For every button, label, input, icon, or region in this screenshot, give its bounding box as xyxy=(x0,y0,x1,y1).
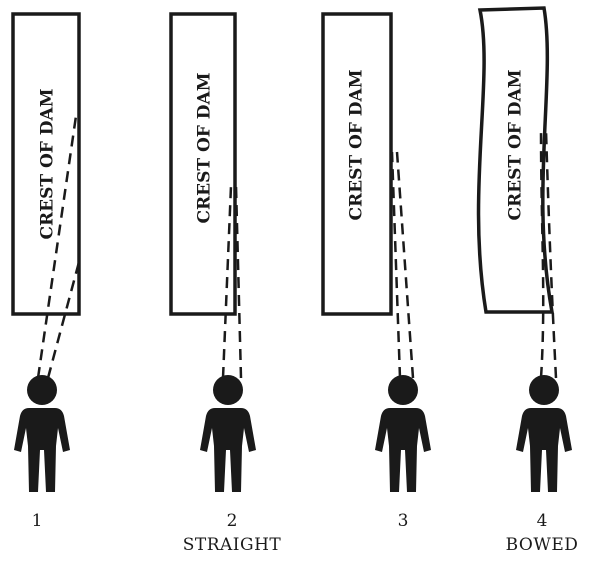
crest-label: CREST OF DAM xyxy=(195,72,215,223)
sight-line-right xyxy=(544,129,558,379)
panel-number-4: 4 xyxy=(536,511,548,531)
sight-line-left xyxy=(390,151,402,379)
panel-2: CREST OF DAM xyxy=(169,12,256,492)
crest-label: CREST OF DAM xyxy=(506,69,526,220)
observer-figure xyxy=(516,375,572,492)
panel-4: CREST OF DAM xyxy=(476,6,572,492)
sight-line-right xyxy=(234,185,243,379)
caption-bowed: BOWED xyxy=(505,535,579,555)
sight-line-left xyxy=(221,185,233,379)
panel-3: CREST OF DAM xyxy=(321,12,431,492)
crest-label: CREST OF DAM xyxy=(38,88,58,239)
panel-1: CREST OF DAM xyxy=(11,12,81,492)
panel-number-3: 3 xyxy=(397,511,409,531)
sight-line-left xyxy=(539,129,545,379)
sight-line-right xyxy=(395,151,415,379)
panel-number-1: 1 xyxy=(31,511,43,531)
observer-figure xyxy=(14,375,70,492)
dam-crest-outline xyxy=(321,12,393,316)
caption-straight: STRAIGHT xyxy=(182,535,282,555)
sight-line-left xyxy=(36,115,78,379)
observer-figure xyxy=(375,375,431,492)
dam-crest-outline-bowed xyxy=(476,6,555,314)
observer-figure xyxy=(200,375,256,492)
panel-number-2: 2 xyxy=(226,511,238,531)
crest-label: CREST OF DAM xyxy=(347,69,367,220)
dam-crest-outline xyxy=(169,12,237,316)
sight-line-right xyxy=(46,261,81,379)
